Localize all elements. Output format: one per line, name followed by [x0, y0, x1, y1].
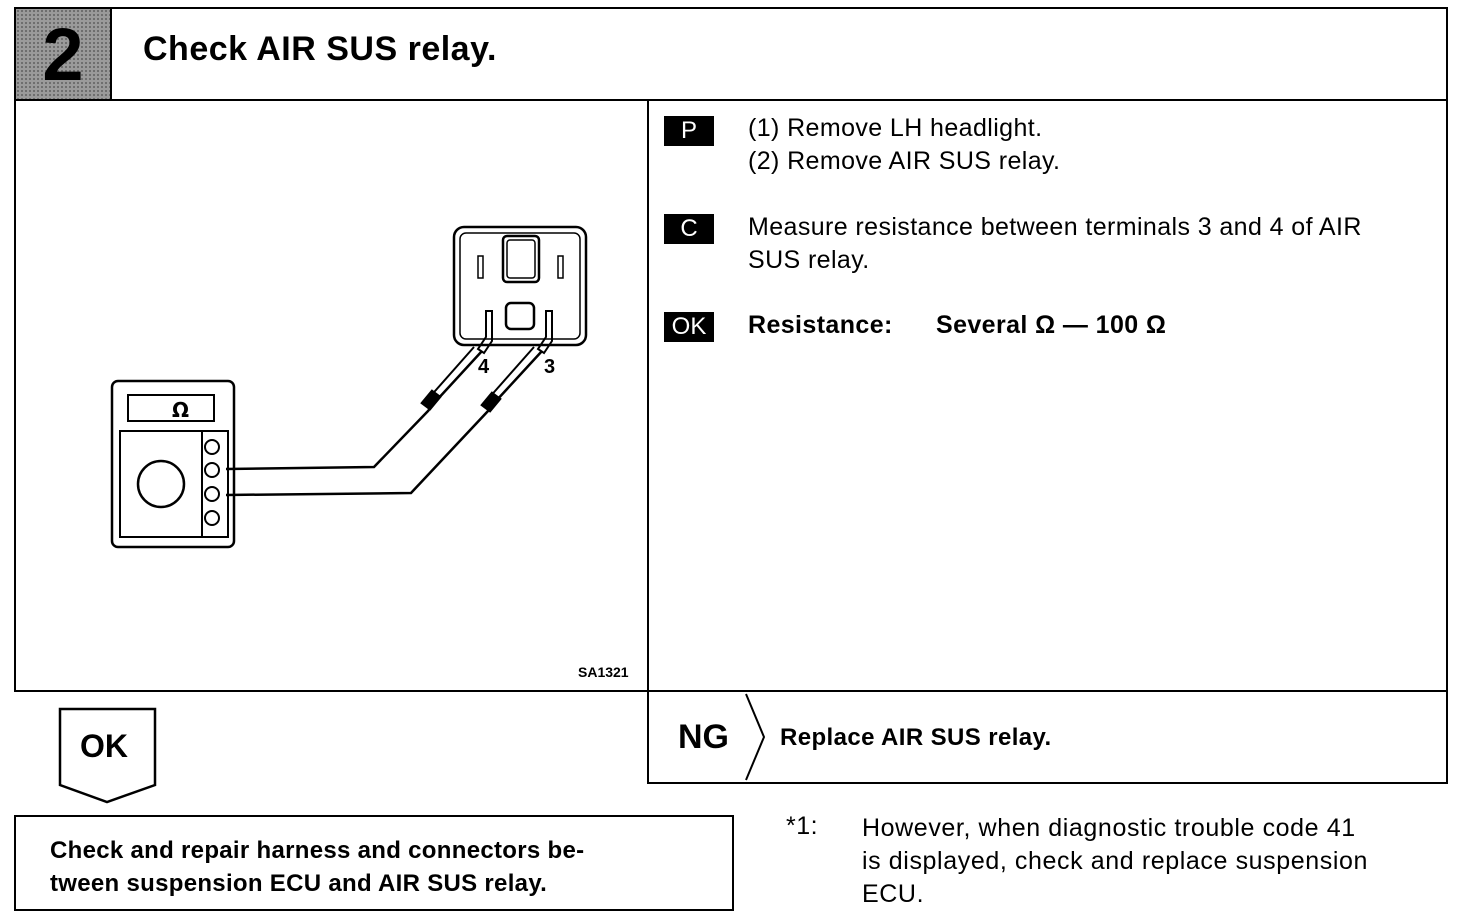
column-divider	[647, 99, 649, 692]
ng-action: Replace AIR SUS relay.	[780, 724, 1052, 751]
ng-box	[647, 690, 1448, 784]
spec-value: Several Ω — 100 Ω	[936, 311, 1167, 339]
check-line-2: SUS relay.	[748, 246, 870, 274]
ok-tag: OK	[664, 312, 714, 342]
relay-connector	[452, 225, 588, 347]
footnote-text: However, when diagnostic trouble code 41…	[862, 812, 1452, 911]
prepare-step-2: (2) Remove AIR SUS relay.	[748, 147, 1061, 175]
prepare-step-1: (1) Remove LH headlight.	[748, 114, 1043, 142]
prepare-tag: P	[664, 116, 714, 146]
probe-lead-4	[225, 350, 483, 471]
check-line-1: Measure resistance between terminals 3 a…	[748, 213, 1362, 241]
step-title: Check AIR SUS relay.	[143, 30, 497, 68]
ok-action-box	[14, 815, 734, 911]
ok-action-line-1: Check and repair harness and connectors …	[50, 837, 585, 864]
step-number: 2	[16, 9, 112, 100]
ng-arrow	[745, 693, 766, 781]
footnote-line-3: ECU.	[862, 880, 925, 908]
ok-result-label: OK	[80, 728, 128, 764]
ok-action-line-2: tween suspension ECU and AIR SUS relay.	[50, 870, 548, 897]
ohmmeter	[110, 379, 236, 549]
figure-id: SA1321	[578, 664, 629, 680]
relay-measurement-figure: Ω 4 3	[110, 225, 588, 549]
footnote-mark: *1:	[786, 812, 819, 840]
terminal-label-4: 4	[478, 356, 490, 378]
check-tag: C	[664, 214, 714, 244]
terminal-label-3: 3	[544, 356, 555, 378]
ng-label: NG	[678, 718, 729, 756]
meter-ohm-symbol: Ω	[172, 398, 189, 422]
probe-lead-3	[225, 350, 543, 497]
spec-label: Resistance:	[748, 311, 893, 339]
ok-arrow	[58, 707, 157, 804]
footnote-line-2: is displayed, check and replace suspensi…	[862, 847, 1369, 875]
footnote-line-1: However, when diagnostic trouble code 41	[862, 814, 1356, 842]
ok-action-text: Check and repair harness and connectors …	[50, 834, 584, 900]
